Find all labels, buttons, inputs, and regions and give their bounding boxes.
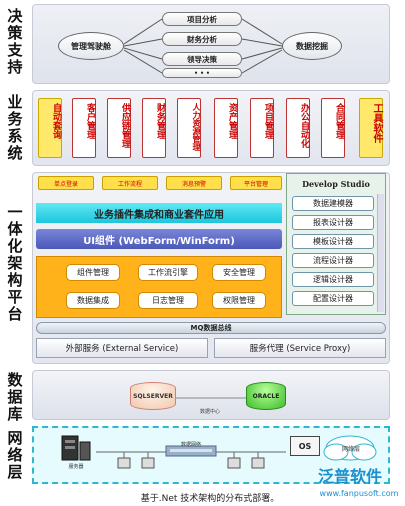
sqlserver-db-icon: SQLSERVER	[130, 382, 176, 410]
mining-node: 数据挖掘	[282, 32, 342, 60]
data-band	[32, 370, 390, 420]
db-connector	[176, 397, 246, 399]
component-item-data-integration: 数据集成	[66, 292, 120, 309]
biz-card-auto-query: 自动套询	[38, 98, 62, 158]
server-label: 服务器	[68, 463, 84, 470]
studio-item-data-modeler: 数据建模器	[292, 196, 374, 211]
biz-card-customer: 客户管理	[72, 98, 96, 158]
server-icon	[61, 435, 91, 461]
db-connector-label: 数据中心	[199, 408, 220, 415]
studio-item-config-designer: 配置设计器	[292, 291, 374, 306]
component-item-security: 安全管理	[212, 264, 266, 281]
biz-card-tools: 工具软件	[359, 98, 383, 158]
network-diagram	[61, 435, 377, 469]
studio-item-logic-designer: 逻辑设计器	[292, 272, 374, 287]
studio-item-flow-designer: 流程设计器	[292, 253, 374, 268]
workstation-icons	[117, 452, 265, 469]
biz-card-contract: 合同管理	[321, 98, 345, 158]
tier-label-architecture: 一 体 化 架 构 平 台	[7, 203, 23, 323]
service-proxy-box: 服务代理 (Service Proxy)	[214, 338, 386, 358]
studio-item-template-designer: 模板设计器	[292, 234, 374, 249]
tier-label-business: 业 务 系 统	[7, 93, 23, 162]
brand-url: www.fanpusoft.com	[319, 488, 399, 498]
integration-bar: 业务插件集成和商业套件应用	[36, 203, 282, 223]
portal-alert: 消息预警	[166, 176, 222, 190]
tier-label-decision: 决 策 支 持	[7, 7, 23, 76]
biz-card-project: 项目管理	[250, 98, 274, 158]
develop-studio-title: Develop Studio	[302, 179, 370, 189]
biz-card-supply-chain: 供应链管理	[107, 98, 131, 158]
decision-item-leader: 领导决策	[162, 52, 242, 66]
studio-item-report-designer: 报表设计器	[292, 215, 374, 230]
cloud-label: 网络层	[341, 445, 360, 453]
portal-platform: 平台管理	[230, 176, 282, 190]
studio-scrollbar	[377, 194, 384, 312]
component-item-permission: 权限管理	[212, 292, 266, 309]
switch-icon	[165, 445, 217, 457]
biz-card-finance: 财务管理	[142, 98, 166, 158]
decision-connectors	[123, 18, 283, 74]
ui-component-bar: UI组件 (WebForm/WinForm)	[36, 229, 282, 249]
switch-label: 数据网络	[180, 441, 201, 448]
footer-caption: 基于.Net 技术架构的分布式部署。	[140, 493, 280, 504]
biz-card-hr: 人力资源管理	[177, 98, 201, 158]
cloud-icon	[323, 435, 377, 461]
biz-card-asset: 资产管理	[214, 98, 238, 158]
portal-sso: 单点登录	[38, 176, 94, 190]
component-item-workflow-engine: 工作流引擎	[138, 264, 198, 281]
component-item-component-mgmt: 组件管理	[66, 264, 120, 281]
brand-logo: 泛普软件	[317, 467, 382, 486]
decision-item-finance: 财务分析	[162, 32, 242, 46]
cockpit-node: 管理驾驶舱	[58, 32, 124, 60]
biz-card-office-automation: 办公自动化	[286, 98, 310, 158]
decision-item-project: 项目分析	[162, 12, 242, 26]
mq-data-bus: MQ数据总线	[36, 322, 386, 334]
external-service-box: 外部服务 (External Service)	[36, 338, 208, 358]
decision-item-more: • • •	[162, 68, 242, 78]
tier-label-data: 数 据 库	[7, 371, 23, 423]
os-monitor-icon: OS	[290, 436, 320, 456]
tier-label-network: 网 络 层	[7, 429, 23, 481]
component-item-log: 日志管理	[138, 292, 198, 309]
portal-workflow: 工作流程	[102, 176, 158, 190]
oracle-db-icon: ORACLE	[246, 382, 286, 410]
